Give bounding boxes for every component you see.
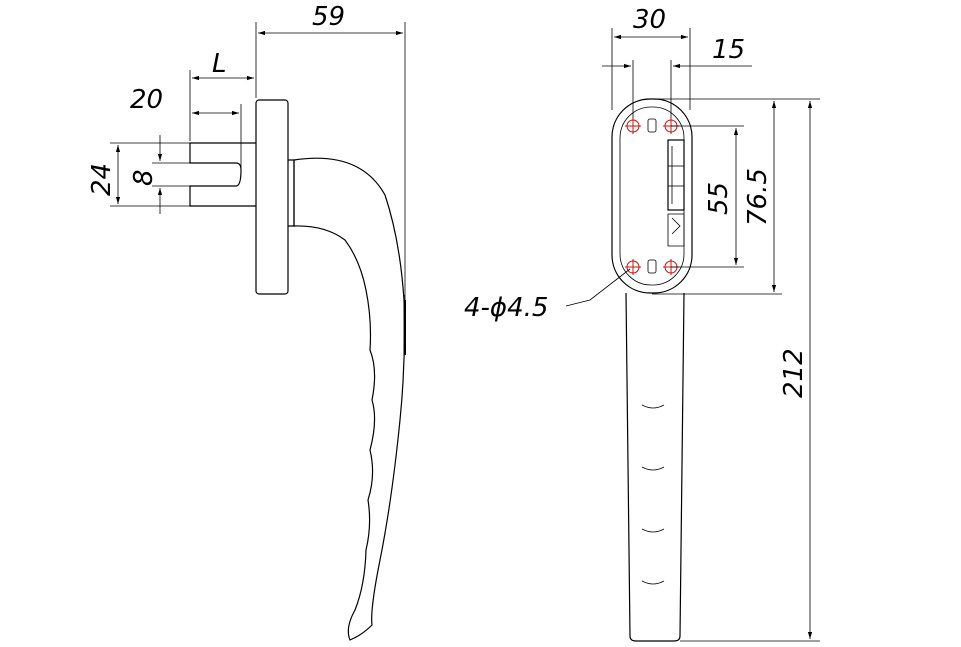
dim-76-5: 76.5	[743, 168, 773, 226]
front-view: 30 15 55 76.5 212 4-ϕ4.5	[464, 5, 820, 642]
rose-plate	[255, 99, 289, 295]
grip-groove	[641, 580, 665, 585]
cover-latch	[667, 213, 685, 247]
dim-30: 30	[633, 5, 666, 35]
handle-lever	[293, 157, 406, 641]
handle-lever-front	[625, 292, 685, 642]
callout-leader	[565, 268, 631, 307]
hole-callout: 4-ϕ4.5	[464, 293, 548, 323]
handle-neck	[288, 159, 295, 227]
dim-24: 24	[87, 163, 117, 196]
rose-slot	[647, 118, 657, 133]
rose-slot	[647, 259, 657, 274]
grip-groove	[641, 466, 665, 471]
grip-groove	[641, 404, 665, 409]
rose-inner	[619, 106, 685, 286]
dim-20: 20	[130, 85, 163, 115]
dim-59: 59	[312, 2, 345, 32]
dim-l: L	[212, 49, 227, 79]
mounting-hole	[625, 259, 641, 275]
rose-outline	[611, 98, 693, 294]
side-view: 59 L 20 24 8	[87, 2, 406, 641]
dim-8: 8	[129, 169, 159, 186]
dim-212: 212	[779, 348, 809, 398]
grip-groove	[641, 528, 665, 533]
cover-plate	[667, 139, 685, 211]
dim-15: 15	[712, 35, 745, 65]
dim-55: 55	[704, 182, 734, 215]
spindle	[189, 142, 256, 207]
mounting-hole	[625, 118, 641, 134]
